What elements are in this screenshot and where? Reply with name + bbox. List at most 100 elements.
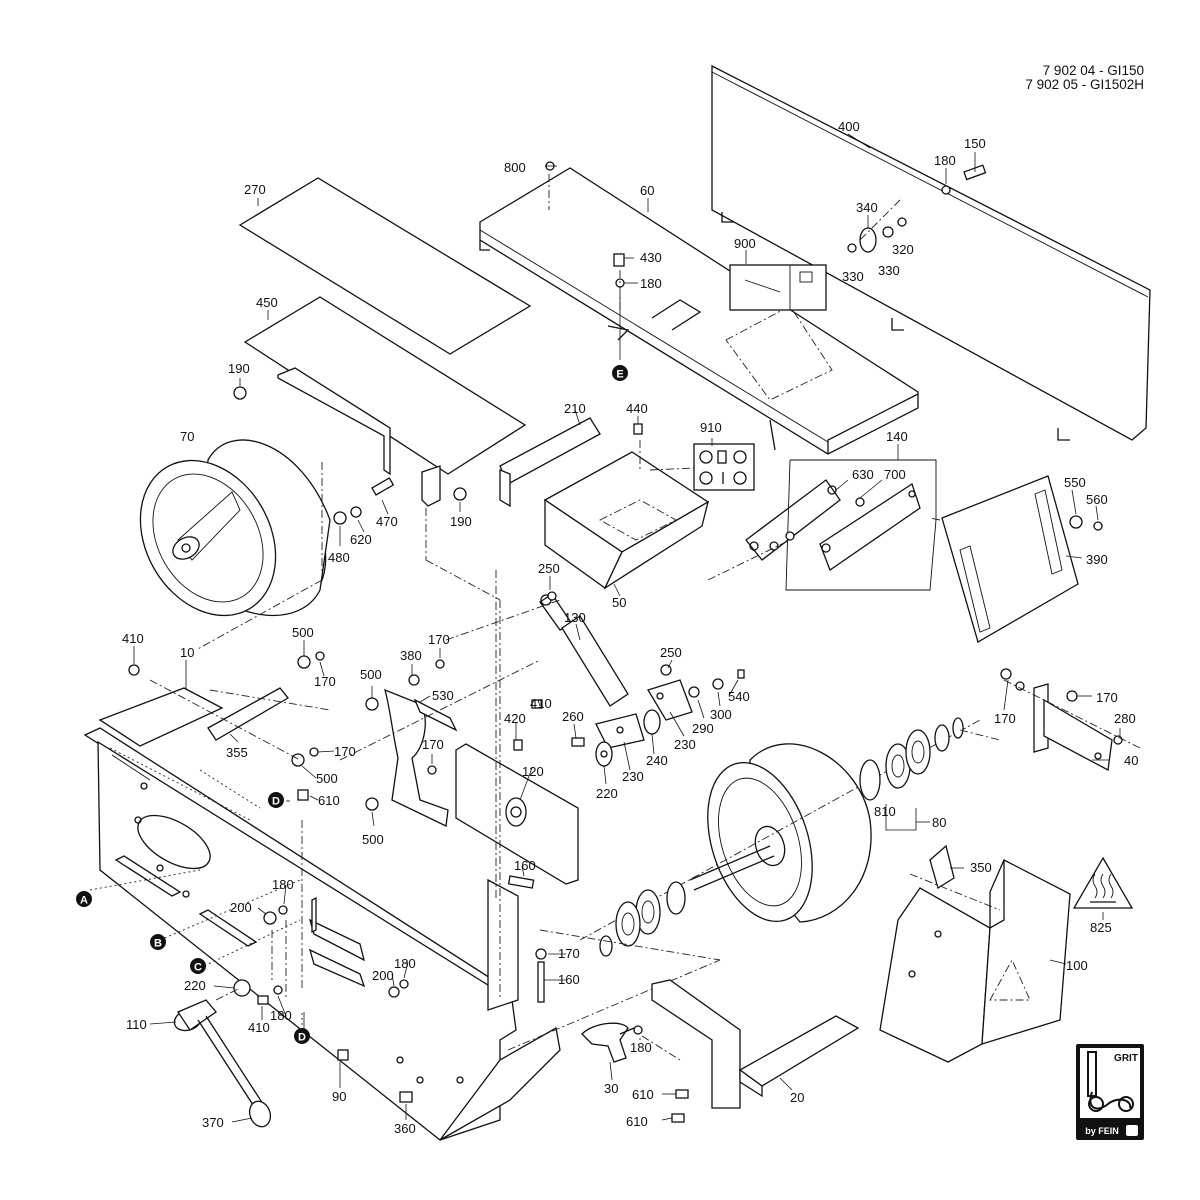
callout-100: 100 [1066, 958, 1088, 973]
callout-190: 190 [450, 514, 472, 529]
callout-480: 480 [328, 550, 350, 565]
callout-180: 180 [270, 1008, 292, 1023]
callout-410: 410 [248, 1020, 270, 1035]
callout-170: 170 [334, 744, 356, 759]
part-210-plate [499, 417, 601, 508]
callout-390: 390 [1086, 552, 1108, 567]
callout-80: 80 [932, 815, 946, 830]
part-350-clip [929, 844, 955, 890]
part-10-main-frame [83, 687, 561, 1141]
callout-170: 170 [314, 674, 336, 689]
callout-550: 550 [1064, 475, 1086, 490]
alignment-lines [89, 174, 1141, 1061]
callout-170: 170 [994, 711, 1016, 726]
callout-240: 240 [646, 753, 668, 768]
callout-410: 410 [530, 696, 552, 711]
callout-330: 330 [878, 263, 900, 278]
callout-210: 210 [564, 401, 586, 416]
svg-text:D: D [272, 796, 280, 808]
callout-10: 10 [180, 645, 194, 660]
callout-450: 450 [256, 295, 278, 310]
svg-text:E: E [616, 369, 623, 381]
part-40-bracket [1033, 683, 1113, 772]
callout-110: 110 [126, 1017, 147, 1032]
callout-355: 355 [226, 745, 248, 760]
callout-500: 500 [360, 667, 382, 682]
callout-170: 170 [558, 946, 580, 961]
part-100-guard [879, 859, 1071, 1063]
leader-lines [133, 133, 1121, 1123]
callout-180: 180 [934, 153, 956, 168]
callout-610: 610 [632, 1087, 654, 1102]
callout-420: 420 [504, 711, 526, 726]
callout-20: 20 [790, 1090, 804, 1105]
part-400-fence-plate [711, 64, 1151, 441]
marker-b: B [150, 934, 166, 950]
callout-180: 180 [630, 1040, 652, 1055]
callout-370: 370 [202, 1115, 224, 1130]
callout-800: 800 [504, 160, 526, 175]
callout-180: 180 [272, 877, 294, 892]
callout-470: 470 [376, 514, 398, 529]
part-530-bracket [384, 688, 458, 827]
label-sheet-910 [693, 443, 755, 491]
svg-text:B: B [154, 938, 162, 950]
part-355-bracket [207, 687, 289, 741]
hot-surface-warning-icon [1072, 856, 1134, 909]
marker-c: C [190, 958, 206, 974]
callout-60: 60 [640, 183, 654, 198]
callout-700: 700 [884, 467, 906, 482]
callout-120: 120 [522, 764, 544, 779]
callout-300: 300 [710, 707, 732, 722]
callout-labels: 400 150 180 800 60 270 340 320 330 330 9… [122, 119, 1138, 1136]
callout-610: 610 [626, 1114, 648, 1129]
callout-500: 500 [316, 771, 338, 786]
callout-290: 290 [692, 721, 714, 736]
marker-d-top: D [268, 792, 284, 808]
marker-a: A [76, 891, 92, 907]
callout-320: 320 [892, 242, 914, 257]
callout-200: 200 [372, 968, 394, 983]
fasteners [128, 161, 1123, 1123]
callout-40: 40 [1124, 753, 1138, 768]
callout-360: 360 [394, 1121, 416, 1136]
callout-400: 400 [838, 119, 860, 134]
marker-d: D [294, 1028, 310, 1044]
callout-350: 350 [970, 860, 992, 875]
callout-250: 250 [538, 561, 560, 576]
reference-markers: E D A B C D [76, 365, 628, 1044]
marker-e: E [612, 365, 628, 381]
callout-150: 150 [964, 136, 986, 151]
svg-text:GRIT: GRIT [1114, 1053, 1138, 1064]
callout-160: 160 [558, 972, 580, 987]
callout-540: 540 [728, 689, 750, 704]
grit-by-fein-logo: GRIT by FEIN [1076, 1044, 1144, 1140]
label-sheet-900 [729, 264, 827, 311]
callout-200: 200 [230, 900, 252, 915]
callout-825: 825 [1090, 920, 1112, 935]
callout-250: 250 [660, 645, 682, 660]
part-70-drive-drum [139, 439, 331, 617]
callout-230: 230 [622, 769, 644, 784]
part-20-table-support [651, 979, 860, 1109]
callout-70: 70 [180, 429, 194, 444]
callout-180: 180 [640, 276, 662, 291]
model-number-line-2: 7 902 05 - GI1502H [1025, 77, 1144, 92]
callout-140: 140 [886, 429, 908, 444]
callout-180: 180 [394, 956, 416, 971]
svg-text:by FEIN: by FEIN [1085, 1126, 1119, 1136]
callout-410: 410 [122, 631, 144, 646]
callout-170: 170 [422, 737, 444, 752]
part-130-gas-spring [539, 593, 629, 707]
callout-340: 340 [856, 200, 878, 215]
callout-620: 620 [350, 532, 372, 547]
callout-440: 440 [626, 401, 648, 416]
part-60-table-plate [479, 167, 919, 455]
callout-810: 810 [874, 804, 896, 819]
callout-260: 260 [562, 709, 584, 724]
callout-130: 130 [564, 610, 586, 625]
callout-220: 220 [596, 786, 618, 801]
callout-170: 170 [1096, 690, 1118, 705]
svg-text:C: C [194, 962, 202, 974]
callout-530: 530 [432, 688, 454, 703]
